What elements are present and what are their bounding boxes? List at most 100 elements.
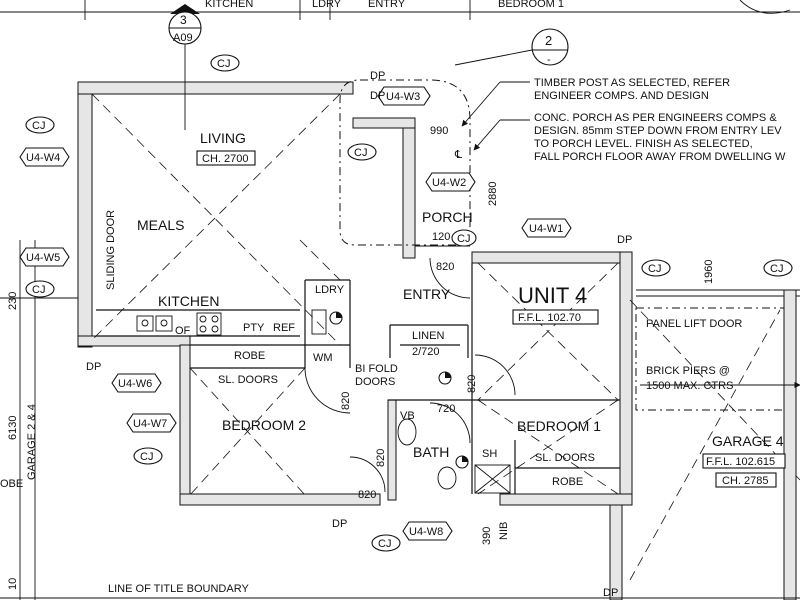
smoke-detectors [329, 311, 469, 469]
downpipe-labels: DP DP DP DP DP DP [86, 70, 632, 599]
dim-820-bottom: 820 [358, 489, 376, 501]
construction-notes: TIMBER POST AS SELECTED, REFER ENGINEER … [454, 77, 786, 163]
bath-fixtures [397, 418, 511, 494]
robe-bed1-label: ROBE [552, 476, 583, 488]
robe-bed2-label: ROBE [234, 350, 265, 362]
cj-tag-2: CJ [32, 120, 45, 132]
dim-120: 120 [432, 231, 450, 243]
note-marker: 2 - [454, 28, 569, 66]
dp-4: DP [332, 518, 347, 530]
internal-walls [96, 263, 620, 494]
room-linen: LINEN [412, 330, 444, 342]
unit-ffl: F.F.L. 102.70 [518, 312, 581, 324]
top-label-entry: ENTRY [368, 0, 406, 10]
ceiling-diagonals [91, 93, 800, 581]
shower-label: SH [482, 448, 497, 460]
unit-title: UNIT 4 [518, 283, 587, 308]
note1-line2: ENGINEER COMPS. AND DESIGN [534, 90, 709, 102]
cj-tag-1: CJ [217, 58, 230, 70]
dim-820-bath: 820 [466, 375, 478, 393]
title-boundary-label: LINE OF TITLE BOUNDARY [108, 583, 249, 595]
left-dimension-strip [0, 240, 78, 600]
tag-w5: U4-W5 [26, 252, 60, 264]
kitchen-fixtures [136, 309, 327, 336]
dp-5: DP [617, 234, 632, 246]
note-number: 2 [545, 33, 552, 48]
room-bath: BATH [413, 444, 449, 460]
dimension-labels: 820 820 820 820 820 720 990 120 2880 196… [7, 125, 715, 590]
top-label-ldry: LDRY [312, 0, 342, 10]
garage-side-label: GARAGE 2 & 4 [26, 404, 38, 480]
cj-tag-9: CJ [378, 538, 391, 550]
bifold-label-1: BI FOLD [355, 363, 398, 375]
pantry-label: PTY [243, 322, 265, 334]
top-label-bedroom: BEDROOM 1 [498, 0, 564, 10]
dim-230: 230 [7, 292, 19, 310]
bifold-label-2: DOORS [355, 376, 395, 388]
sliding-door-label: SLIDING DOOR [105, 210, 117, 290]
garage-ceiling: CH. 2785 [722, 475, 768, 487]
dim-990: 990 [430, 125, 448, 137]
fixture-labels: SLIDING DOOR ROBE SL. DOORS ROBE SL. DOO… [0, 210, 742, 595]
note2-line2: DESIGN. 85mm STEP DOWN FROM ENTRY LEV [534, 125, 782, 137]
cj-tag-6: CJ [648, 263, 661, 275]
nib-label: NIB [498, 522, 510, 540]
oven-label: OF [175, 325, 191, 337]
tag-w6: U4-W6 [118, 378, 152, 390]
exterior-walls [77, 81, 633, 600]
room-living: LIVING [200, 130, 246, 146]
note2-line4: FALL PORCH FLOOR AWAY FROM DWELLING W [534, 151, 786, 163]
cj-tag-8: CJ [140, 451, 153, 463]
sl-doors-bed2-label: SL. DOORS [218, 374, 278, 386]
sl-doors-bed1-label: SL. DOORS [535, 452, 595, 464]
dim-10: 10 [7, 578, 19, 590]
dim-720: 720 [437, 403, 455, 415]
dim-820-bed2: 820 [340, 392, 352, 410]
tag-w7: U4-W7 [133, 418, 167, 430]
cj-tag-3: CJ [32, 284, 45, 296]
room-kitchen: KITCHEN [158, 293, 219, 309]
note2-line3: TO PORCH LEVEL. FINISH AS SELECTED, [534, 138, 753, 150]
tag-w4: U4-W4 [26, 152, 60, 164]
tag-w1: U4-W1 [529, 223, 563, 235]
room-labels: LIVING CH. 2700 MEALS KITCHEN ENTRY PORC… [137, 130, 786, 488]
section-sheet: A09 [173, 32, 193, 44]
room-bedroom1: BEDROOM 1 [517, 418, 601, 434]
garage-ffl: F.F.L. 102.615 [706, 456, 775, 468]
note-sub: - [547, 54, 551, 66]
room-garage: GARAGE 4 [712, 433, 784, 449]
dp-2: DP [370, 90, 385, 102]
vanity-label: VB [400, 410, 415, 422]
room-meals: MEALS [137, 217, 184, 233]
dp-3: DP [86, 361, 101, 373]
dim-2880: 2880 [487, 182, 499, 206]
obe-label: OBE [0, 478, 23, 490]
panel-lift-label: PANEL LIFT DOOR [646, 318, 742, 330]
room-entry: ENTRY [403, 286, 451, 302]
section-marker: 3 A09 [168, 4, 202, 45]
tag-w3: U4-W3 [386, 91, 420, 103]
dim-1960: 1960 [703, 260, 715, 284]
brick-piers-label-1: BRICK PIERS @ [646, 365, 730, 377]
control-joint-tags: CJ CJ CJ CJ CJ CJ CJ CJ CJ [25, 54, 793, 552]
window-tags: U4-W3 U4-W2 U4-W1 U4-W4 U4-W5 U4-W6 U4-W… [19, 86, 572, 541]
linen-size: 2/720 [412, 346, 440, 358]
dp-6: DP [603, 587, 618, 599]
tag-w8: U4-W8 [409, 526, 443, 538]
note-leaders [184, 40, 800, 389]
laundry-label: LDRY [315, 284, 345, 296]
washing-machine-label: WM [313, 352, 333, 364]
dim-6130: 6130 [7, 416, 19, 440]
room-bedroom2: BEDROOM 2 [222, 417, 306, 433]
neighbour-unit-strip: KITCHEN LDRY ENTRY BEDROOM 1 [0, 0, 800, 20]
fridge-label: REF [273, 322, 295, 334]
note1-line1: TIMBER POST AS SELECTED, REFER [534, 77, 730, 89]
dim-820-bed1: 820 [375, 449, 387, 467]
cj-tag-7: CJ [770, 263, 783, 275]
top-label-kitchen: KITCHEN [205, 0, 253, 10]
brick-piers-label-2: 1500 MAX. CTRS [646, 380, 733, 392]
centerline-symbol: ℄ [454, 149, 462, 161]
section-number: 3 [180, 13, 187, 27]
tag-w2: U4-W2 [432, 177, 466, 189]
